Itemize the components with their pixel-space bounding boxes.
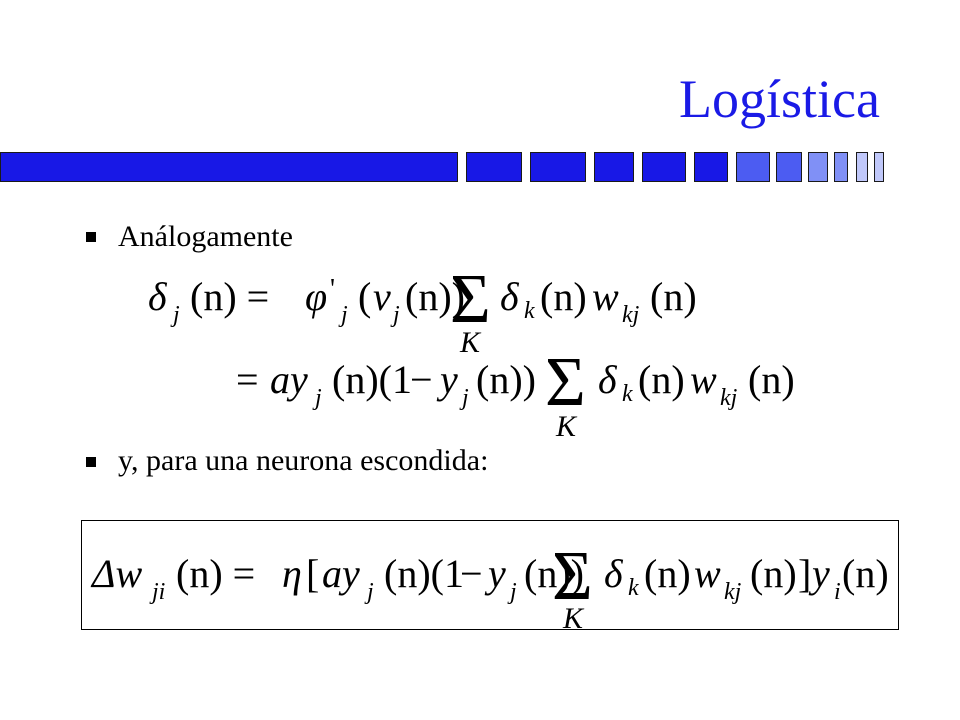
bar-segment-10: [834, 152, 848, 182]
eq1-lhs-sub: j: [170, 302, 180, 328]
bar-segment-11: [856, 152, 868, 182]
eq3-yi: y: [808, 551, 830, 596]
equation-delta-w: Δw ji (n) = η [ ay j (n)(1 − y j (n)) Σ …: [90, 538, 889, 635]
eq3-delta: δ: [604, 551, 624, 596]
eq1-delta-sub: k: [524, 298, 535, 324]
eq2-delta: δ: [598, 357, 618, 402]
eq2-arg2: (n)): [476, 357, 536, 402]
eq3-sum: Σ: [552, 538, 593, 615]
eq3-w-sub: kj: [724, 579, 742, 605]
eq2-arg1: (n)(1: [332, 357, 412, 402]
eq2-eq: =: [236, 357, 259, 402]
eq2-delta-arg: (n): [638, 357, 685, 402]
eq1-w-sub: kj: [622, 302, 640, 328]
bar-segment-12: [874, 152, 884, 182]
bullet-text-1: Análogamente: [118, 220, 293, 253]
eq3-lhs: Δw: [90, 551, 142, 596]
eq1-phi: φ: [305, 274, 327, 319]
eq3-arg1: (n)(1: [384, 551, 464, 596]
bar-segment-1: [0, 152, 458, 182]
title-decoration-bar: [0, 152, 884, 182]
bullet-text-2: y, para una neurona escondida:: [118, 444, 489, 477]
eq2-w-arg: (n): [748, 357, 795, 402]
eq1-lhs: δ: [148, 274, 168, 319]
bar-segment-9: [808, 152, 828, 182]
eq1-delta: δ: [500, 274, 520, 319]
eq3-bracket-close: ]: [798, 551, 811, 596]
bullet-marker-2: [86, 457, 96, 467]
eq3-w: w: [694, 551, 721, 596]
eq3-sum-index: K: [562, 602, 585, 635]
eq3-eta: η: [282, 551, 302, 596]
eq1-v-arg: (n)): [405, 274, 465, 319]
eq2-y-sub: j: [312, 385, 322, 411]
eq1-w: w: [592, 274, 619, 319]
bar-segment-2: [466, 152, 522, 182]
eq2-ay: ay: [270, 357, 308, 402]
eq2-w: w: [690, 357, 717, 402]
eq2-y2-sub: j: [459, 385, 469, 411]
eq3-ay: ay: [322, 551, 360, 596]
eq2-minus: −: [410, 357, 433, 402]
eq3-y2-sub: j: [507, 579, 517, 605]
eq3-lhs-arg: (n) =: [176, 551, 265, 596]
eq3-minus: −: [460, 551, 483, 596]
eq1-lhs-arg: (n) =: [190, 274, 279, 319]
eq1-w-arg: (n): [650, 274, 697, 319]
eq1-v: v: [373, 274, 391, 319]
eq1-v-sub: j: [390, 302, 400, 328]
bar-segment-7: [736, 152, 770, 182]
equation-delta-j: δ j (n) = φ ' j ( v j (n)) Σ K δ k (n) w…: [148, 261, 697, 359]
equation-continuation: = ay j (n)(1 − y j (n)) Σ K δ k (n) w kj…: [236, 344, 795, 443]
eq3-w-arg: (n): [750, 551, 797, 596]
eq3-y: y: [484, 551, 506, 596]
formula-box: [81, 520, 899, 630]
eq3-y-sub: j: [364, 579, 374, 605]
eq2-w-sub: kj: [720, 385, 738, 411]
eq1-prime: ': [330, 274, 335, 305]
bar-segment-4: [594, 152, 634, 182]
slide-title: Logística: [679, 69, 880, 129]
bullet-marker-1: [86, 232, 96, 242]
eq3-yi-sub: i: [834, 579, 841, 605]
eq3-arg2: (n)): [524, 551, 584, 596]
bar-segment-8: [776, 152, 802, 182]
eq3-yi-arg: (n): [842, 551, 889, 596]
eq3-delta-arg: (n): [644, 551, 691, 596]
eq1-sum-index: K: [459, 326, 482, 359]
eq2-delta-sub: k: [622, 381, 633, 407]
eq3-bracket-open: [: [306, 551, 319, 596]
bar-segment-3: [530, 152, 586, 182]
eq3-delta-sub: k: [628, 575, 639, 601]
eq1-delta-arg: (n): [540, 274, 587, 319]
eq2-sum: Σ: [545, 344, 586, 421]
eq2-y: y: [436, 357, 458, 402]
bar-segment-6: [694, 152, 728, 182]
bar-segment-5: [642, 152, 686, 182]
eq1-sum: Σ: [450, 261, 491, 338]
eq3-lhs-sub: ji: [149, 579, 165, 605]
eq2-sum-index: K: [555, 410, 578, 443]
eq1-phi-sub: j: [338, 302, 348, 328]
eq1-open: (: [358, 274, 371, 319]
